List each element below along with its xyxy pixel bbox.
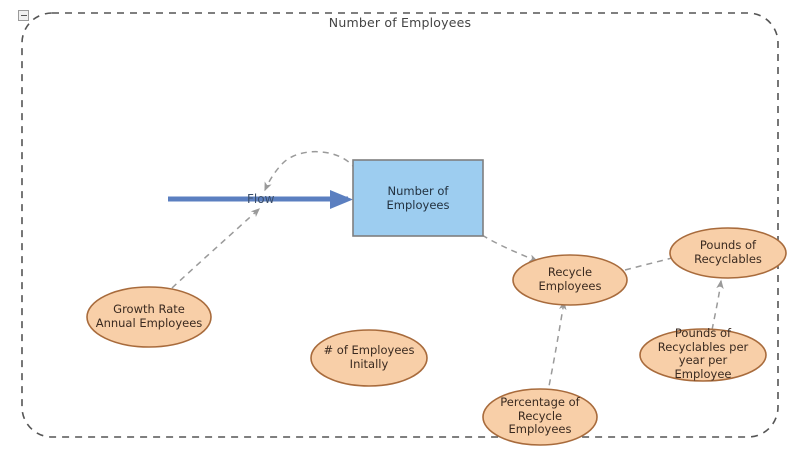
variable-percentage-of-recycle-employees[interactable] bbox=[482, 388, 598, 446]
link-percentage-to-recycle-employees bbox=[546, 300, 567, 397]
flow-label-flow: Flow bbox=[247, 192, 275, 206]
link-stock-to-flow bbox=[264, 151, 357, 192]
variable-pounds-of-recyclables-per-year-per-employee[interactable] bbox=[639, 328, 767, 382]
variable-recycle-employees[interactable] bbox=[512, 254, 628, 306]
group-container-border bbox=[21, 12, 779, 438]
flow-arrow-head bbox=[330, 190, 353, 209]
minus-box-icon[interactable] bbox=[18, 10, 29, 21]
link-pounds-per-employee-to-pounds bbox=[711, 279, 724, 331]
group-title: Number of Employees bbox=[328, 15, 472, 30]
link-stock-to-recycle-employees bbox=[481, 234, 539, 262]
link-recycle-employees-to-pounds bbox=[624, 254, 681, 271]
minus-glyph bbox=[20, 15, 27, 16]
variable-num-employees-initally[interactable] bbox=[310, 329, 428, 387]
variable-growth-rate-annual-employees[interactable] bbox=[86, 286, 212, 348]
stock-number-of-employees[interactable] bbox=[352, 159, 484, 237]
variable-pounds-of-recyclables[interactable] bbox=[669, 227, 787, 279]
link-growthrate-to-flow bbox=[171, 208, 260, 289]
